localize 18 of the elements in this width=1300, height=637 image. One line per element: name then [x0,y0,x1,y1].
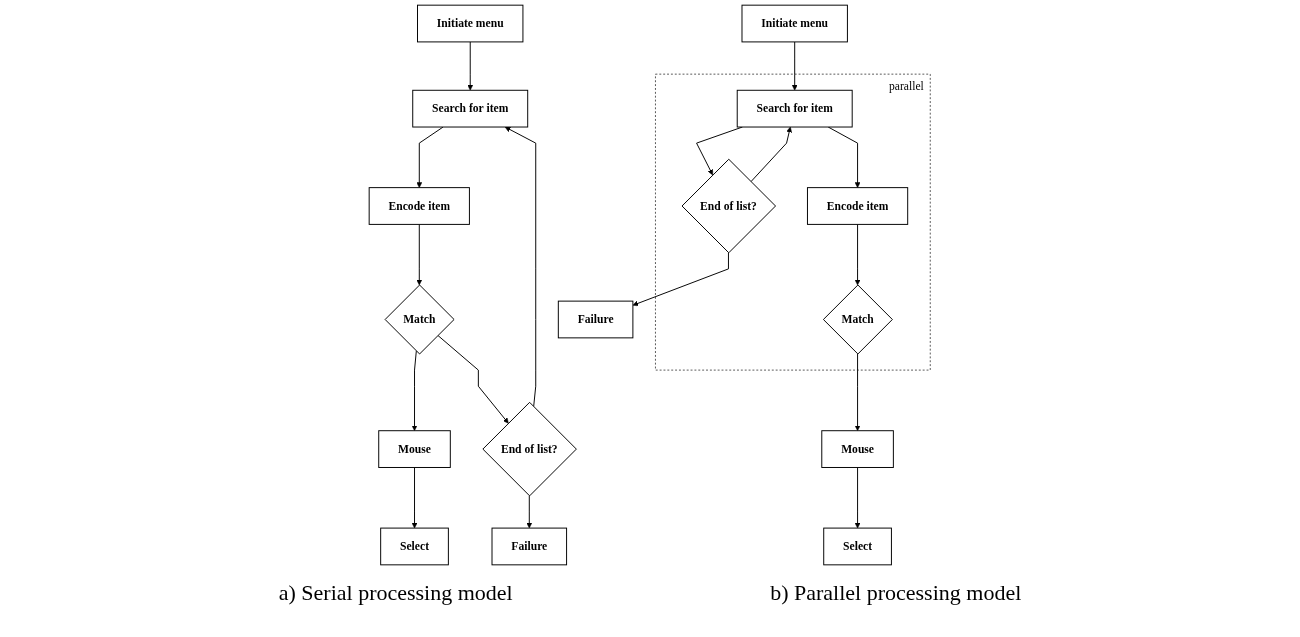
node-box: Encode item [368,187,471,225]
node-box: Failure [558,300,634,339]
node-box: Initiate menu [741,4,849,43]
node-box: Search for item [412,89,529,128]
node-box: Select [380,527,450,566]
node-box: Mouse [378,430,452,468]
node-box: Failure [491,527,568,566]
node-box: Encode item [807,187,909,225]
caption-text: a) Serial processing model [278,580,513,606]
node-box: Search for item [737,89,853,128]
node-box: Initiate menu [417,4,524,43]
node-box: Select [823,527,893,566]
node-diamond: End of list? [681,158,777,254]
node-diamond: Match [384,284,455,355]
node-diamond: Match [823,284,894,355]
node-diamond: End of list? [482,401,578,497]
caption-text: b) Parallel processing model [770,580,1022,606]
node-box: Mouse [821,430,895,468]
